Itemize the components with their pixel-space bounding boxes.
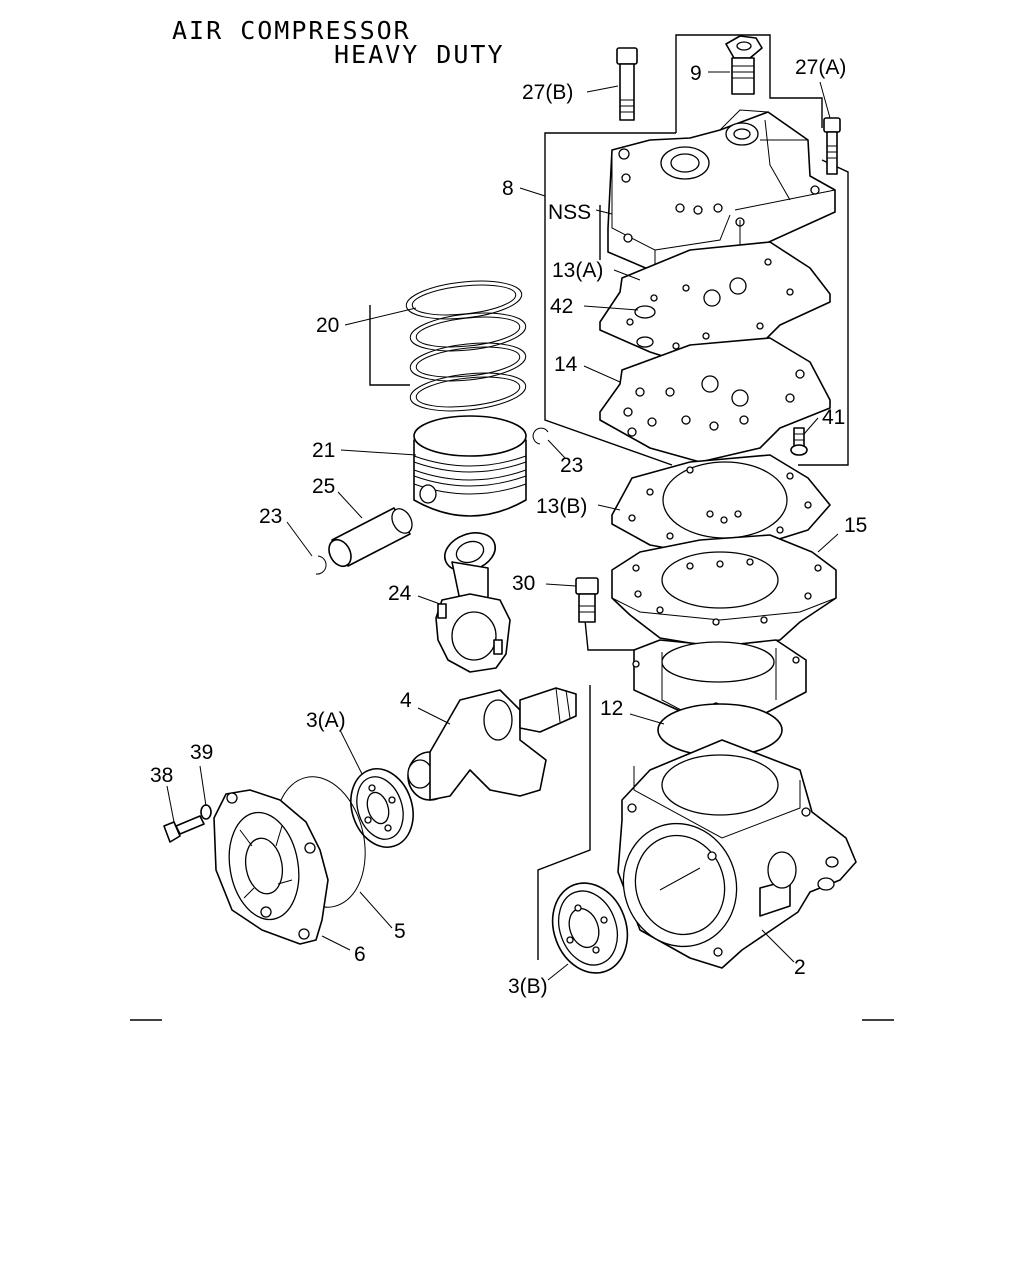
part-27a-bolt: [823, 117, 841, 175]
part-30-bolt: [575, 577, 599, 623]
callout-9: 9: [690, 62, 702, 85]
part-9-fitting: [725, 35, 763, 95]
part-25-wrist-pin: [328, 507, 413, 568]
part-39-washer: [200, 804, 212, 820]
callout-12: 12: [600, 697, 623, 720]
part-8-cylinder-head: [607, 109, 836, 273]
callout-21: 21: [312, 439, 335, 462]
part-6-end-cover: [213, 789, 329, 945]
callout-38: 38: [150, 764, 173, 787]
part-13b-gasket: [611, 454, 831, 557]
callout-13b: 13(B): [536, 495, 587, 518]
callout-6: 6: [354, 943, 366, 966]
part-24-connecting-rod: [435, 532, 511, 673]
part-42-dowel: [634, 305, 656, 348]
callout-3a: 3(A): [306, 709, 346, 732]
part-3a-bearing: [350, 768, 414, 848]
part-21-piston: [413, 415, 527, 517]
part-2-crankcase: [617, 739, 857, 969]
part-27b-bolt: [616, 47, 638, 121]
diagram-title: AIR COMPRESSOR: [172, 16, 411, 45]
callout-27a: 27(A): [795, 56, 846, 79]
part-13a-gasket: [599, 241, 831, 369]
callout-20: 20: [316, 314, 339, 337]
callout-3b: 3(B): [508, 975, 548, 998]
leader-lines: [166, 71, 839, 981]
callout-24: 24: [388, 582, 412, 605]
part-20-piston-rings: [405, 280, 527, 412]
part-41-screw: [790, 427, 808, 456]
callout-39: 39: [190, 741, 213, 764]
callout-5: 5: [394, 920, 406, 943]
part-23-circlip-right: [532, 427, 549, 445]
callout-2: 2: [794, 956, 806, 979]
part-15-cylinder: [611, 534, 837, 721]
callout-23-right: 23: [560, 454, 583, 477]
callout-30: 30: [512, 572, 535, 595]
diagram-subtitle: HEAVY DUTY: [334, 40, 505, 69]
callout-25: 25: [312, 475, 335, 498]
callout-8: 8: [502, 177, 514, 200]
part-3b-bearing: [551, 882, 629, 974]
callout-14: 14: [554, 353, 578, 376]
part-14-valve-plate: [599, 337, 831, 463]
callout-4: 4: [400, 689, 412, 712]
part-38-bolt: [163, 815, 205, 843]
callout-27b: 27(B): [522, 81, 573, 104]
part-23-circlip-left: [315, 555, 327, 575]
callout-41: 41: [822, 406, 845, 429]
callout-13a: 13(A): [552, 259, 603, 282]
callout-23-left: 23: [259, 505, 282, 528]
callout-15: 15: [844, 514, 867, 537]
callout-42: 42: [550, 295, 573, 318]
part-4-crankshaft: [407, 687, 577, 801]
callout-nss: NSS: [548, 201, 591, 224]
